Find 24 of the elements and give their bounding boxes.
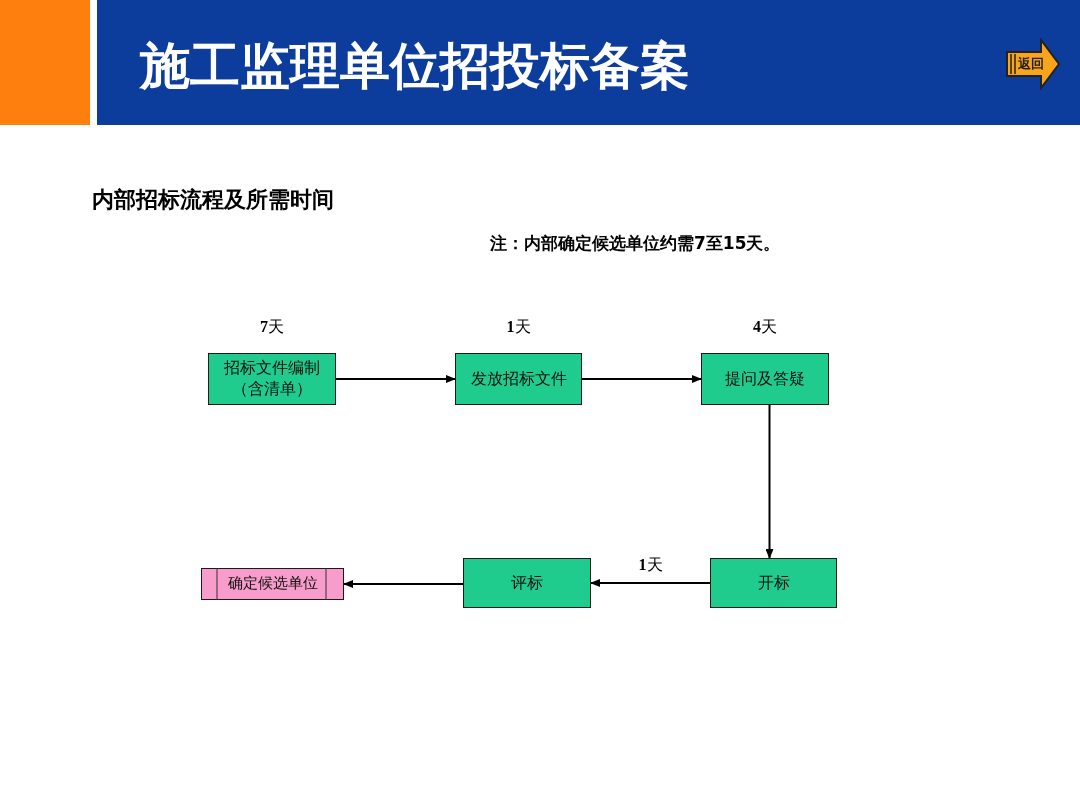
process-box: [701, 353, 829, 405]
arrow: [335, 375, 456, 383]
node-label: 评标: [510, 572, 544, 594]
node-label: 招标文件编制（含清单）: [223, 358, 321, 400]
process-box: [455, 353, 582, 405]
duration-label: 4天: [752, 317, 778, 337]
node-label: 开标: [756, 572, 791, 594]
slide-title: 施工监理单位招投标备案: [140, 36, 690, 97]
section-heading: 内部招标流程及所需时间: [92, 186, 334, 214]
predefined-process-box: [201, 568, 344, 600]
node-label: 发放招标文件: [469, 368, 568, 390]
arrow: [765, 404, 774, 559]
arrow: [590, 579, 711, 587]
note-text: 注：内部确定候选单位约需7至15天。: [490, 232, 781, 255]
duration-label: 7天: [259, 317, 285, 337]
process-box: [208, 353, 336, 405]
process-box: [710, 558, 837, 608]
process-box: [463, 558, 591, 608]
node-label: 提问及答疑: [724, 368, 806, 390]
arrow: [343, 580, 464, 588]
back-button: 返回: [1005, 38, 1061, 90]
node-label: 确定候选单位: [226, 574, 319, 594]
duration-label: 1天: [505, 317, 532, 337]
arrow: [581, 375, 702, 383]
